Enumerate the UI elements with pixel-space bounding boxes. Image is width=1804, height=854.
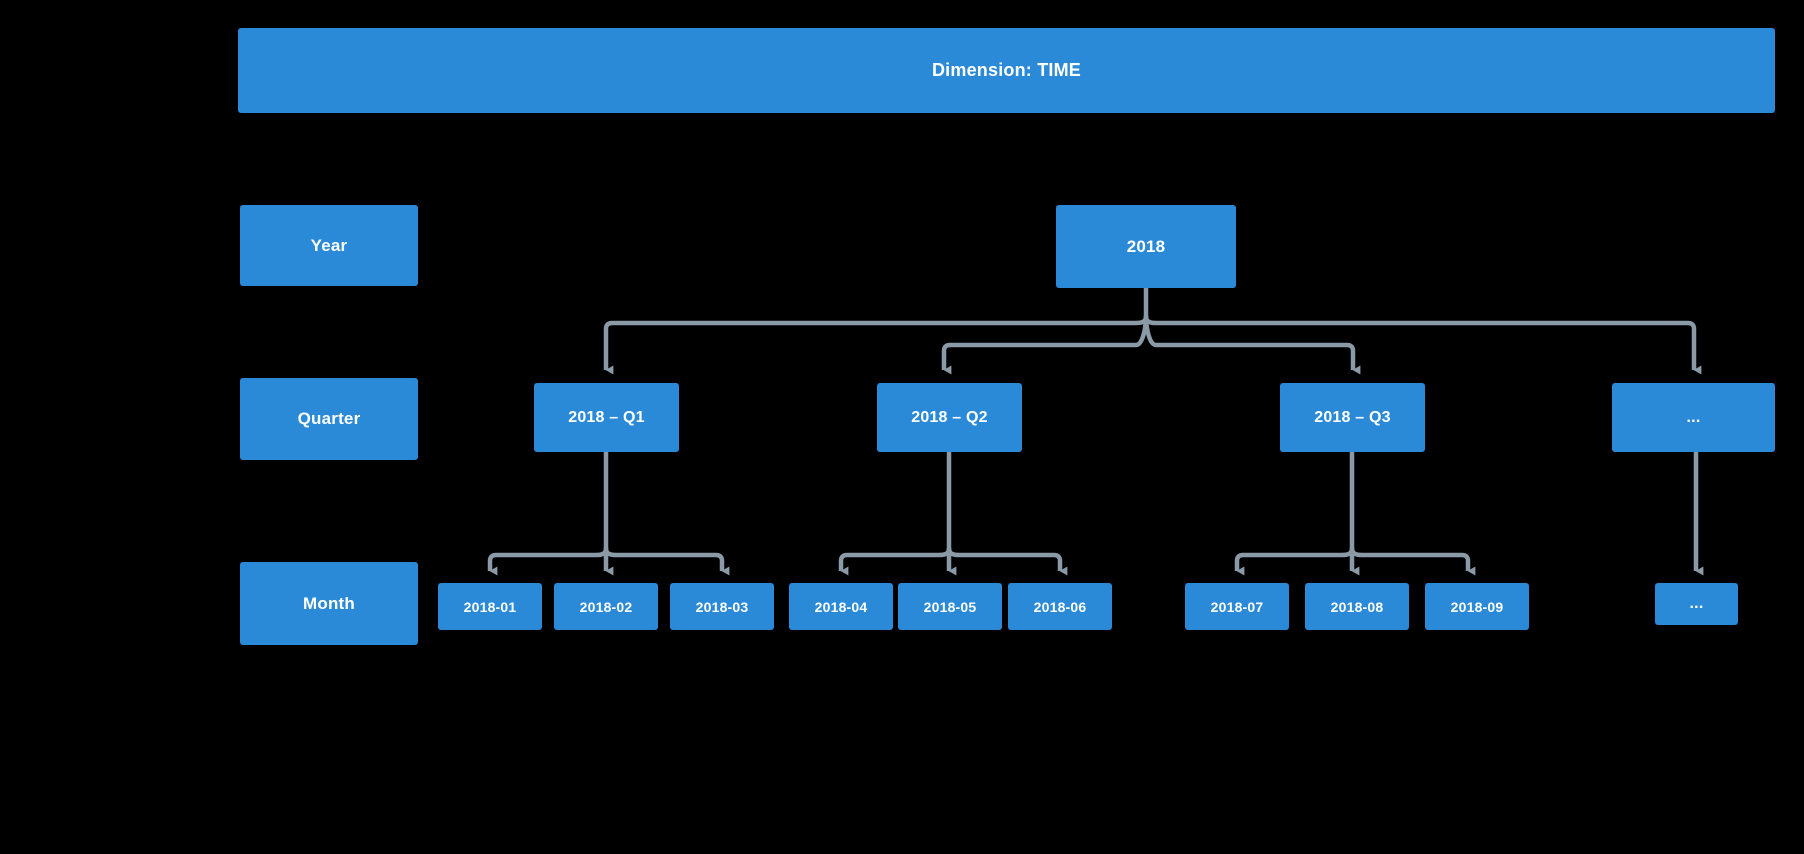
month-node-2018-02[interactable]: 2018-02 <box>554 583 658 630</box>
month-node-2018-01[interactable]: 2018-01 <box>438 583 542 630</box>
row-label-year: Year <box>240 205 418 286</box>
dimension-title-bar: Dimension: TIME <box>238 28 1775 113</box>
quarter-node-q3[interactable]: 2018 – Q3 <box>1280 383 1425 452</box>
month-node-2018-06[interactable]: 2018-06 <box>1008 583 1112 630</box>
month-node-ellipsis[interactable]: ... <box>1655 583 1738 625</box>
month-node-2018-04[interactable]: 2018-04 <box>789 583 893 630</box>
quarter-node-q2[interactable]: 2018 – Q2 <box>877 383 1022 452</box>
edge-q2-left <box>838 547 952 576</box>
month-node-2018-08[interactable]: 2018-08 <box>1305 583 1409 630</box>
edge-year-bus-outer <box>603 315 1149 375</box>
edge-q3-right <box>1349 547 1476 576</box>
edge-year-bus-inner-right <box>1143 315 1361 375</box>
edge-q1-right <box>603 547 730 576</box>
edge-q1-left <box>487 547 609 576</box>
row-label-quarter: Quarter <box>240 378 418 460</box>
edge-year-bus-outer-right <box>1143 315 1702 375</box>
month-node-2018-05[interactable]: 2018-05 <box>898 583 1002 630</box>
month-node-2018-09[interactable]: 2018-09 <box>1425 583 1529 630</box>
quarter-node-ellipsis[interactable]: ... <box>1612 383 1775 452</box>
year-node-2018[interactable]: 2018 <box>1056 205 1236 288</box>
edge-q3-left <box>1234 547 1355 576</box>
edge-year-bus-inner-left <box>941 315 1149 375</box>
month-node-2018-03[interactable]: 2018-03 <box>670 583 774 630</box>
row-label-month: Month <box>240 562 418 645</box>
month-node-2018-07[interactable]: 2018-07 <box>1185 583 1289 630</box>
quarter-node-q1[interactable]: 2018 – Q1 <box>534 383 679 452</box>
edge-q2-right <box>946 547 1068 576</box>
